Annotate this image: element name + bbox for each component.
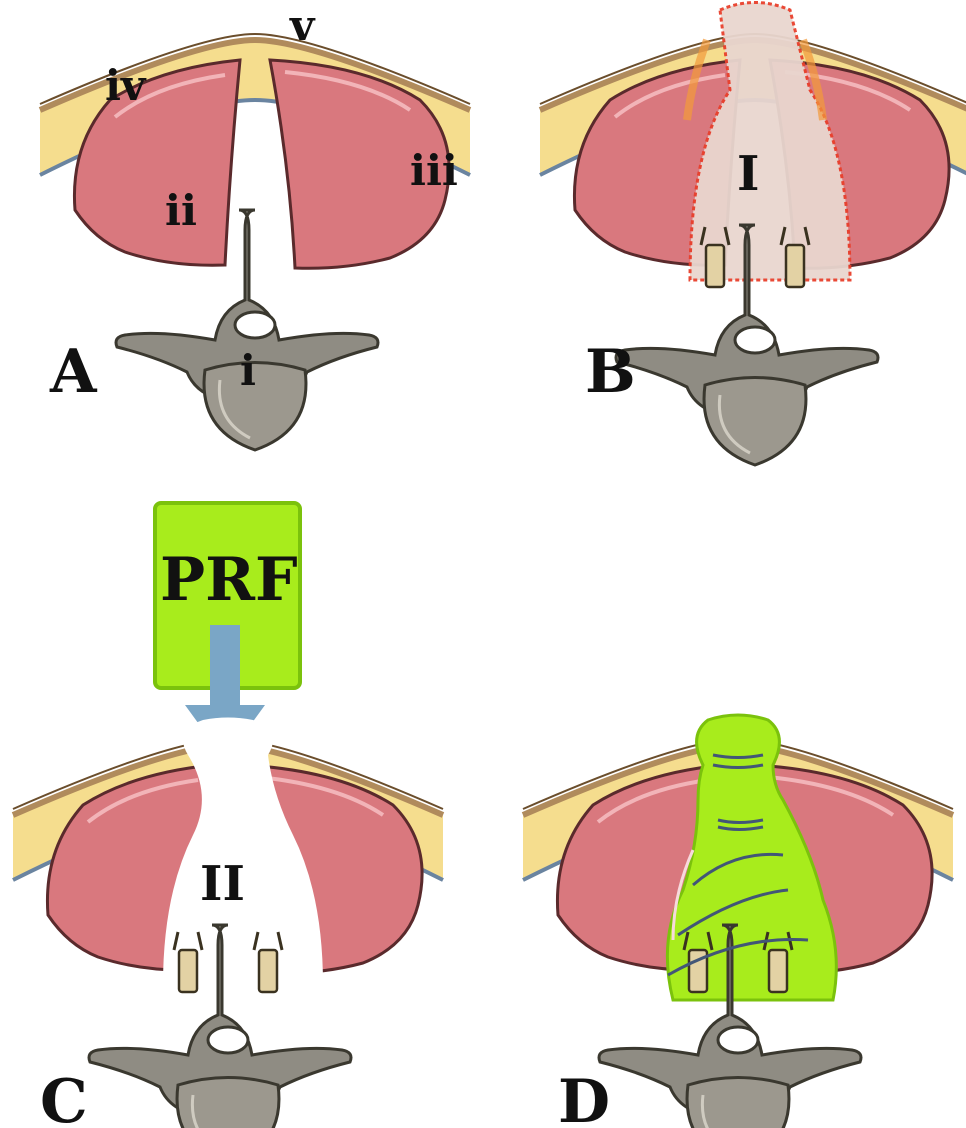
panel-letter-a: A [49, 337, 98, 407]
panel-letter-b: B [585, 337, 636, 407]
label-fascia: iii [410, 146, 458, 195]
label-vertebra: i [240, 346, 256, 395]
panel-letter-d: D [558, 1067, 610, 1128]
panel-b: I B [540, 3, 966, 466]
label-skin: v [289, 1, 316, 50]
prf-label: PRF [160, 545, 298, 615]
panel-letter-c: C [40, 1067, 88, 1128]
panel-c: PRF II C [13, 503, 443, 1128]
region-label-ii: II [200, 856, 245, 912]
panel-d: D [523, 715, 953, 1128]
label-muscle: ii [165, 186, 197, 235]
panel-a: iv v iii ii i A [40, 1, 470, 450]
label-fat: iv [105, 61, 147, 110]
region-label-i: I [737, 146, 759, 202]
